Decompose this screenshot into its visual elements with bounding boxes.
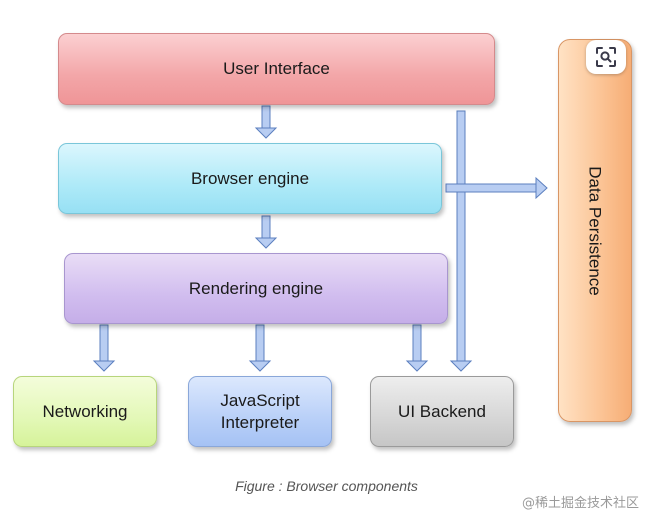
arrow-rendering-to-js-interpreter: [248, 324, 272, 372]
ui-backend-box: UI Backend: [370, 376, 514, 447]
rendering-engine-box: Rendering engine: [64, 253, 448, 324]
arrow-browser-to-rendering-engine: [254, 215, 278, 249]
javascript-interpreter-box: JavaScript Interpreter: [188, 376, 332, 447]
data-persistence-label: Data Persistence: [586, 165, 606, 296]
browser-engine-label: Browser engine: [190, 168, 310, 188]
figure-caption: Figure : Browser components: [235, 478, 418, 494]
ui-backend-label: UI Backend: [398, 401, 486, 421]
arrow-ui-to-browser-engine: [254, 105, 278, 139]
rendering-engine-label: Rendering engine: [188, 278, 324, 298]
data-persistence-box: Data Persistence: [558, 39, 632, 422]
arrow-browser-engine-to-data-persistence: [445, 176, 548, 200]
networking-box: Networking: [13, 376, 157, 447]
arrow-rendering-to-ui-backend: [405, 324, 429, 372]
arrow-rendering-to-networking: [92, 324, 116, 372]
watermark: @稀土掘金技术社区: [521, 496, 639, 511]
arrow-ui-to-ui-backend: [449, 110, 473, 372]
user-interface-label: User Interface: [223, 59, 330, 78]
user-interface-box: User Interface: [58, 33, 495, 105]
visual-search-button[interactable]: [586, 40, 626, 74]
visual-search-icon: [596, 47, 616, 67]
networking-label: Networking: [42, 401, 128, 421]
javascript-interpreter-label: JavaScript Interpreter: [220, 390, 300, 432]
browser-engine-box: Browser engine: [58, 143, 442, 214]
